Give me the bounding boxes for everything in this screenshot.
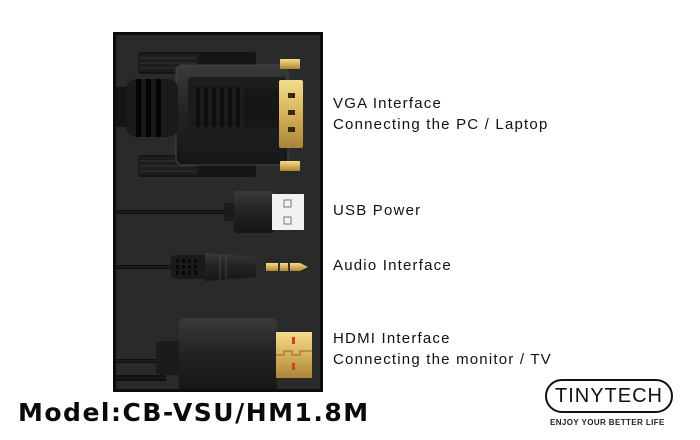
usb-label: USB Power: [333, 200, 421, 221]
vga-label: VGA Interface Connecting the PC / Laptop: [333, 93, 549, 135]
brand-name: TINYTECH: [555, 384, 663, 407]
audio-label: Audio Interface: [333, 255, 452, 276]
usb-connector-icon: [116, 191, 304, 233]
brand-tagline: ENJOY YOUR BETTER LIFE: [550, 418, 665, 427]
brand-logo: TINYTECH: [545, 379, 673, 413]
hdmi-subtitle: Connecting the monitor / TV: [333, 351, 552, 368]
hdmi-title: HDMI Interface: [333, 330, 451, 347]
vga-subtitle: Connecting the PC / Laptop: [333, 116, 549, 133]
audio-jack-icon: [116, 253, 308, 281]
usb-title: USB Power: [333, 202, 422, 219]
audio-title: Audio Interface: [333, 257, 452, 274]
hdmi-connector-icon: [116, 318, 312, 389]
hdmi-label: HDMI Interface Connecting the monitor / …: [333, 328, 552, 370]
vga-title: VGA Interface: [333, 95, 442, 112]
vga-connector-icon: [116, 52, 303, 177]
connector-product-image: [113, 32, 323, 392]
model-number: Model:CB-VSU/HM1.8M: [18, 398, 370, 427]
